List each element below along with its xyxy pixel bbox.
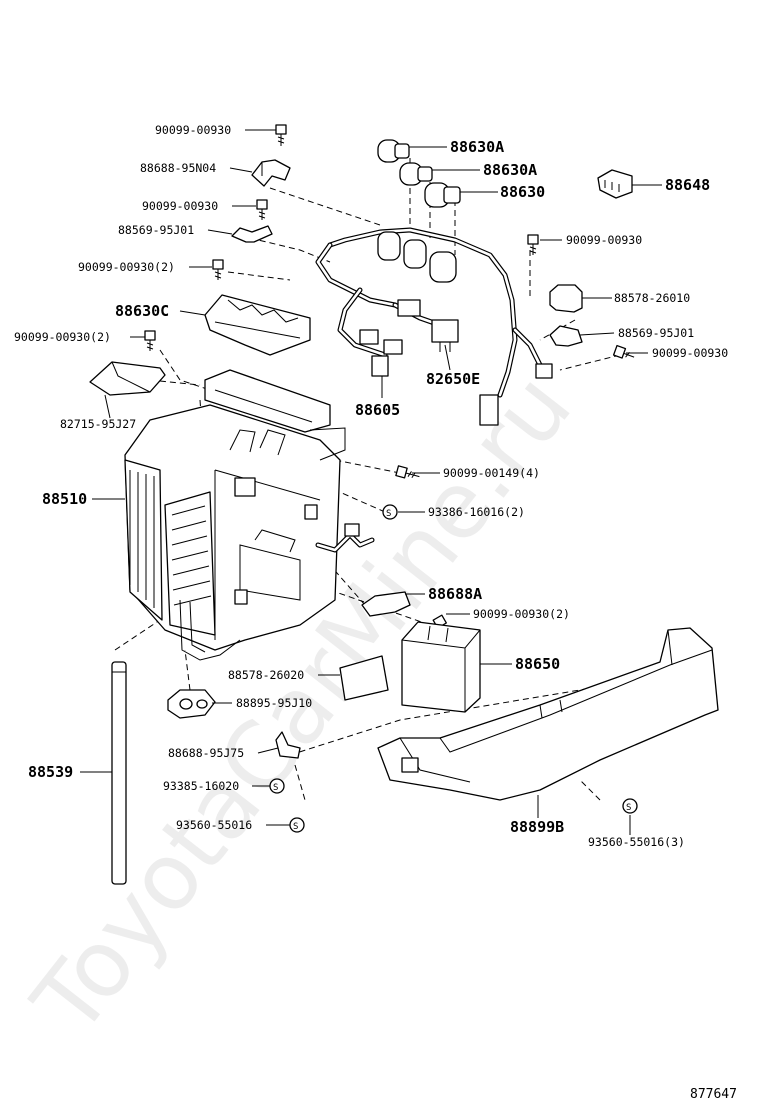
label-88578-26010: 88578-26010 [614,291,690,305]
bolt-icon [527,234,539,255]
label-88569-95j01-a: 88569-95J01 [118,223,194,237]
label-88630c: 88630C [115,302,169,320]
label-88899b: 88899B [510,818,564,836]
label-88605: 88605 [355,401,400,419]
label-90099-00930-2c: 90099-00930(2) [473,607,570,621]
clamp-88569-95j01-right [549,325,583,347]
connector-88648 [597,169,633,199]
duct-88899b [377,627,719,801]
relay-82650e [431,319,459,352]
svg-text:S: S [293,822,298,832]
figure-number: 877647 [690,1087,737,1102]
label-93386-16016: 93386-16016(2) [428,505,525,519]
bolt-icon [256,199,268,220]
relay-88630 [424,182,461,208]
bolt-icon [395,465,420,479]
svg-text:S: S [626,803,631,813]
label-90099-00930-2a: 90099-00930(2) [78,260,175,274]
label-88895-95j10: 88895-95J10 [236,696,312,710]
label-93560-55016-a: 93560-55016 [176,818,252,832]
label-88630a-2: 88630A [483,161,537,179]
part-labels: 90099-00930 88688-95N04 90099-00930 8856… [14,123,728,849]
label-88539: 88539 [28,763,73,781]
pad-88578-26020 [339,655,389,701]
label-90099-00930-c: 90099-00930 [566,233,642,247]
label-88650: 88650 [515,655,560,673]
leader-lines [80,129,662,835]
label-90099-00930-a: 90099-00930 [155,123,231,137]
label-90099-00930-d: 90099-00930 [652,346,728,360]
bolt-icon [612,344,635,359]
clamp-88578-26010 [549,284,583,313]
label-88569-95j01-b: 88569-95J01 [618,326,694,340]
svg-text:S: S [273,783,278,793]
label-88688-95j75: 88688-95J75 [168,746,244,760]
bracket-88630c [204,294,311,356]
ac-unit-88510 [124,369,375,661]
label-90099-00930-b: 90099-00930 [142,199,218,213]
label-88688-95n04: 88688-95N04 [140,161,216,175]
bracket-88688-95n04 [251,159,291,187]
label-88648: 88648 [665,176,710,194]
label-93560-55016-3: 93560-55016(3) [588,835,685,849]
wire-harness-88605 [315,227,553,426]
bracket-82715-95j27 [89,361,166,396]
clamp-88569-95j01 [231,225,273,243]
label-82650e: 82650E [426,370,480,388]
relay-88630a-1 [377,139,410,163]
drain-hose-88539 [111,661,127,885]
label-88688a: 88688A [428,585,482,603]
bolt-icon [212,259,224,280]
label-88630a-1: 88630A [450,138,504,156]
label-90099-00930-2b: 90099-00930(2) [14,330,111,344]
label-88578-26020: 88578-26020 [228,668,304,682]
bolt-icon [144,330,156,351]
bracket-88688-95j75 [275,731,301,759]
label-93385-16020: 93385-16020 [163,779,239,793]
svg-text:S: S [386,509,391,519]
label-88630: 88630 [500,183,545,201]
label-88510: 88510 [42,490,87,508]
bolt-icon [275,124,287,146]
grommet-88895-95j10 [167,689,216,719]
amplifier-88650 [401,621,481,713]
relay-88630a-2 [399,162,433,186]
label-90099-00149: 90099-00149(4) [443,466,540,480]
bracket-88688a [361,591,411,617]
label-82715-95j27: 82715-95J27 [60,417,136,431]
bolt-icons [144,124,635,635]
